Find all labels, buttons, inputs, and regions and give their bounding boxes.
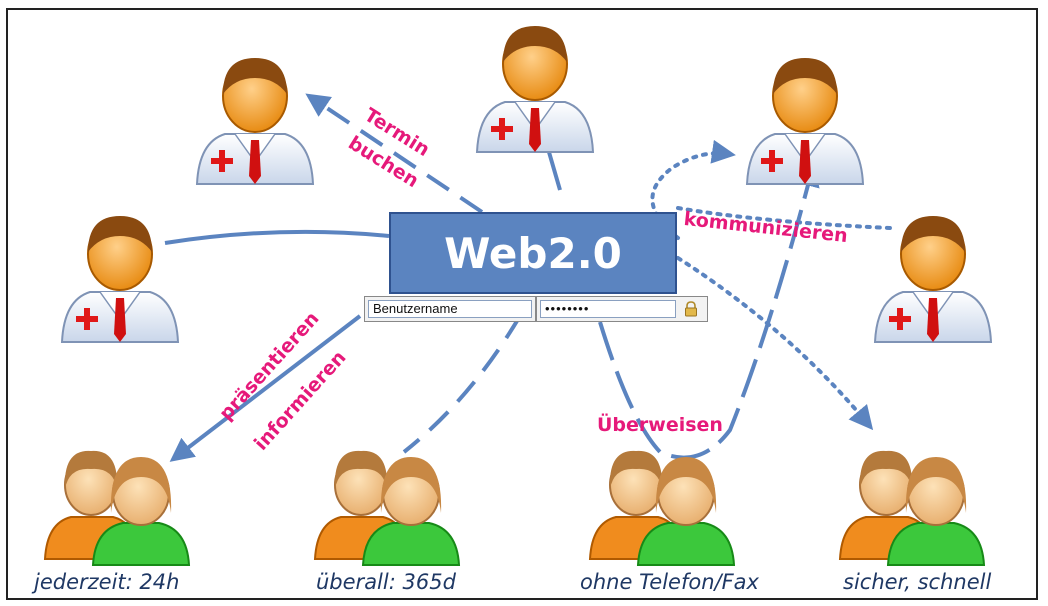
doctor-icon (874, 215, 992, 343)
patient-group-icon (44, 449, 190, 566)
diagram-frame (6, 8, 1038, 600)
web20-title: Web2.0 (444, 228, 622, 278)
dashed-line-to-patients-2 (402, 314, 522, 454)
doctor-icon (746, 57, 864, 185)
caption-safe-fast: sicher, schnell (843, 570, 992, 594)
line-to-doctor-4 (164, 229, 390, 245)
lock-icon (683, 301, 699, 317)
password-field[interactable]: •••••••• (540, 300, 676, 318)
doctor-icon (476, 25, 594, 153)
patient-group-icon (314, 449, 460, 566)
web20-box: Web2.0 (389, 212, 677, 294)
ueberweisen-label: Überweisen (597, 414, 723, 436)
dotted-arrow-to-patients-4 (676, 256, 874, 431)
caption-anytime: jederzeit: 24h (34, 570, 180, 594)
doctor-icon (196, 57, 314, 185)
doctor-icon (61, 215, 179, 343)
patient-group-icon (839, 449, 985, 566)
dotted-line-to-doctor-5 (676, 206, 892, 230)
patient-group-icon (589, 449, 735, 566)
transfer-loop-arrow (598, 162, 820, 460)
arrow-to-doctor-1 (305, 93, 484, 214)
username-field[interactable]: Benutzername (368, 300, 532, 318)
arrow-to-patients-1 (169, 314, 362, 462)
caption-anywhere: überall: 365d (316, 570, 456, 594)
password-bar: •••••••• (536, 296, 708, 322)
caption-no-phone: ohne Telefon/Fax (580, 570, 759, 594)
username-bar: Benutzername (364, 296, 536, 322)
